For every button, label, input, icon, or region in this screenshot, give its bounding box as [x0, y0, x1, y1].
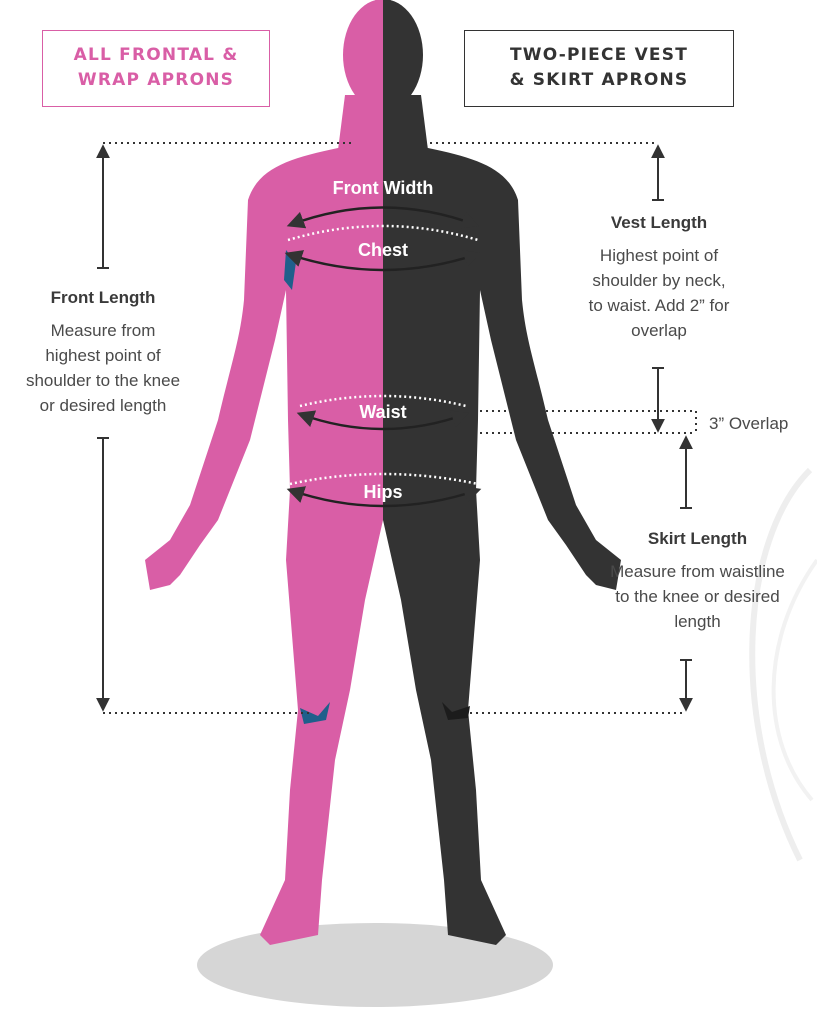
frontal-wrap-aprons-header: ALL FRONTAL & WRAP APRONS	[42, 30, 270, 107]
front-length-annotation: Front Length Measure from highest point …	[0, 285, 206, 418]
waist-label: Waist	[359, 402, 406, 422]
vest-length-title: Vest Length	[572, 210, 746, 235]
front-width-label: Front Width	[333, 178, 434, 198]
overlap-label: 3” Overlap	[709, 414, 788, 434]
vest-length-annotation: Vest Length Highest point of shoulder by…	[572, 210, 746, 343]
skirt-length-annotation: Skirt Length Measure from waistline to t…	[578, 526, 817, 634]
front-length-title: Front Length	[0, 285, 206, 310]
vest-skirt-aprons-header: TWO-PIECE VEST & SKIRT APRONS	[464, 30, 734, 107]
hips-label: Hips	[363, 482, 402, 502]
chest-label: Chest	[358, 240, 408, 260]
skirt-length-title: Skirt Length	[578, 526, 817, 551]
